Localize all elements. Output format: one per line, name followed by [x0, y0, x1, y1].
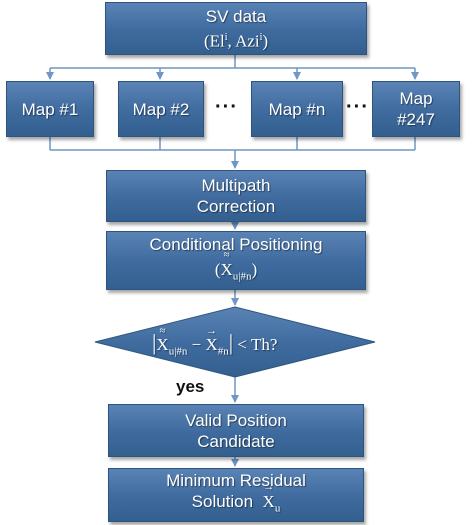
sv-data-params: (Eli, Azii) [203, 31, 269, 51]
valid-line1: Valid Position [185, 410, 287, 430]
conditional-formula: (≈Xu|#n) [214, 248, 258, 283]
multipath-line1: Multipath [201, 176, 271, 195]
conditional-positioning-box: Conditional Positioning (≈Xu|#n) [106, 231, 366, 290]
decision-x2: X [205, 335, 218, 354]
ellipsis-right: ··· [346, 96, 369, 118]
map-2-label: Map #2 [132, 99, 190, 119]
decision-condition: |≈Xu|#n − →X#n| < Th? [152, 325, 278, 358]
ellipsis-left: ··· [215, 96, 238, 118]
decision-sub1: u|#n [168, 345, 188, 358]
valid-position-box: Valid Position Candidate [108, 404, 364, 457]
sv-azi-sup: i [259, 31, 263, 43]
sv-azi: Azi [235, 31, 260, 51]
minres-line1: Minimum Residual [166, 471, 306, 491]
minres-x: X [262, 492, 275, 512]
conditional-x: X [220, 259, 233, 279]
map-247-line2: #247 [397, 110, 435, 129]
decision-sub2: #n [217, 345, 229, 358]
multipath-correction-box: Multipath Correction [106, 170, 366, 222]
valid-line2: Candidate [197, 431, 275, 451]
minimum-residual-box: Minimum Residual Solution →Xu [108, 468, 364, 522]
map-247-line1: Map [399, 89, 433, 108]
sv-el-sup: i [224, 31, 228, 43]
minres-sub: u [274, 502, 281, 515]
multipath-line2: Correction [196, 197, 276, 216]
decision-threshold: < Th? [237, 335, 278, 354]
sv-data-box: SV data (Eli, Azii) [105, 2, 367, 55]
conditional-sub: u|#n [232, 270, 252, 283]
map-1-label: Map #1 [21, 99, 79, 119]
conditional-line1: Conditional Positioning [149, 234, 323, 254]
map-2-box: Map #2 [118, 81, 204, 137]
sv-data-title: SV data [205, 6, 267, 26]
decision-diamond [94, 306, 376, 378]
decision-minus: − [191, 335, 202, 354]
yes-label: yes [176, 377, 205, 396]
map-1-box: Map #1 [6, 81, 94, 137]
decision-x1: X [156, 335, 169, 354]
minres-line2: Solution →Xu [191, 481, 281, 515]
map-247-box: Map #247 [372, 81, 460, 137]
map-n-box: Map #n [251, 81, 343, 137]
minres-solution-label: Solution [191, 492, 254, 512]
map-n-label: Map #n [268, 99, 326, 119]
sv-el: El [209, 31, 225, 51]
